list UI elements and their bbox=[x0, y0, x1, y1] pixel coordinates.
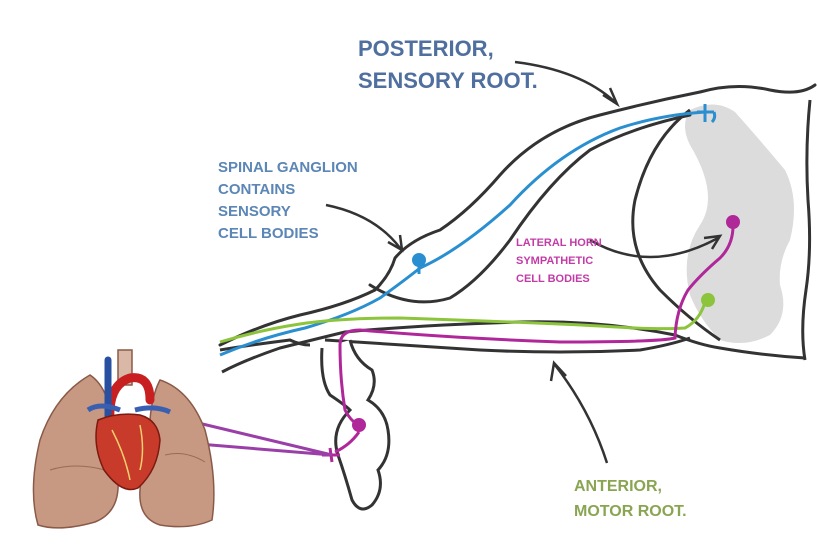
sympathetic-cell-body bbox=[726, 215, 740, 229]
motor-cell-body bbox=[701, 293, 715, 307]
posterior-label-line1: POSTERIOR, bbox=[358, 36, 494, 61]
anterior-label-line2: MOTOR ROOT. bbox=[574, 503, 687, 520]
spinal-cord-outline-right bbox=[803, 100, 810, 360]
posterior-label-line2: SENSORY ROOT. bbox=[358, 68, 538, 93]
anterior-label-line1: ANTERIOR, bbox=[574, 478, 662, 495]
lateral-horn-label-line3: CELL BODIES bbox=[516, 273, 590, 285]
posterior-root-outline bbox=[220, 92, 700, 345]
ganglion-label-line4: CELL BODIES bbox=[218, 225, 319, 242]
sensory-cell-body bbox=[412, 253, 426, 267]
postganglionic-cell-body bbox=[352, 418, 366, 432]
lateral-horn-label-line1: LATERAL HORN bbox=[516, 237, 602, 249]
ganglion-label-line3: SENSORY bbox=[218, 203, 291, 220]
spinal-cord-outline bbox=[700, 85, 815, 92]
ganglion-label-line1: SPINAL GANGLION bbox=[218, 159, 358, 176]
ganglion-pointer bbox=[326, 205, 402, 250]
heart-lungs-illustration bbox=[33, 350, 213, 528]
lateral-horn-label-line2: SYMPATHETIC bbox=[516, 255, 593, 267]
ganglion-label-line2: CONTAINS bbox=[218, 181, 295, 198]
anterior-root-pointer bbox=[551, 363, 607, 463]
